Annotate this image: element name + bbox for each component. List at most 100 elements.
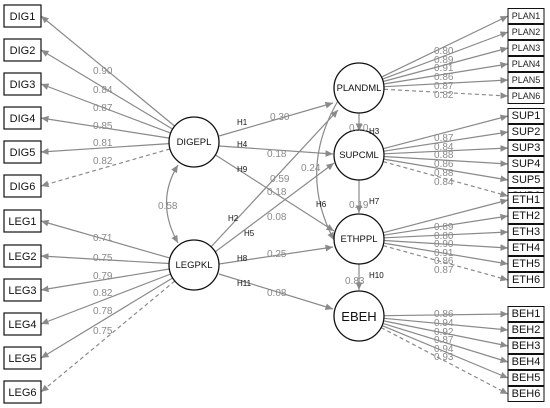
left_dig-loading-arrow bbox=[40, 83, 171, 134]
indicator-label-beh1: BEH1 bbox=[512, 308, 541, 320]
eth-loading-arrow bbox=[383, 242, 509, 267]
indicator-box-sup2 bbox=[507, 124, 545, 140]
indicator-box-dig6 bbox=[3, 174, 42, 198]
indicator-label-sup3: SUP3 bbox=[512, 142, 541, 154]
loading-value-eth5: 0.86 bbox=[434, 256, 454, 267]
loading-value-leg4: 0.82 bbox=[93, 288, 113, 299]
indicator-label-plan4: PLAN4 bbox=[512, 59, 541, 69]
left_leg-loading-arrow bbox=[40, 253, 170, 265]
path-h4-label: H4 bbox=[237, 140, 248, 149]
indicator-box-dig2 bbox=[3, 38, 42, 62]
indicator-label-eth5: ETH5 bbox=[512, 258, 540, 270]
path-h2-label: H2 bbox=[228, 214, 239, 223]
loading-value-eth2: 0.80 bbox=[434, 231, 454, 242]
beh-loading-arrow bbox=[383, 317, 509, 333]
latent-legpkl-label: LEGPKL bbox=[176, 260, 213, 271]
eth-loading-arrow bbox=[383, 213, 509, 236]
indicator-box-beh5 bbox=[507, 370, 545, 386]
left_leg-loading-arrow bbox=[40, 277, 173, 359]
path-h8-label: H8 bbox=[237, 254, 248, 263]
indicator-label-beh6: BEH6 bbox=[512, 388, 541, 400]
loading-value-eth4: 0.91 bbox=[434, 248, 454, 259]
indicator-box-eth2 bbox=[507, 208, 545, 224]
covariance-coef: 0.58 bbox=[158, 201, 178, 212]
latent-supcml-label: SUPCML bbox=[339, 150, 379, 161]
indicator-label-plan6: PLAN6 bbox=[512, 91, 541, 101]
loading-value-eth3: 0.90 bbox=[434, 239, 454, 250]
left_dig-loading-arrow bbox=[40, 143, 170, 155]
plan-loading-arrow bbox=[382, 46, 509, 83]
loading-value-dig4: 0.85 bbox=[93, 121, 113, 132]
loading-value-sup1: 0.87 bbox=[434, 133, 454, 144]
indicator-box-eth4 bbox=[507, 240, 545, 256]
left_dig-loading-arrow bbox=[40, 15, 176, 127]
loading-value-leg1: 0.71 bbox=[93, 233, 113, 244]
indicator-label-leg1: LEG1 bbox=[8, 216, 36, 228]
indicator-label-leg2: LEG2 bbox=[8, 251, 36, 263]
indicator-box-sup1 bbox=[507, 108, 545, 124]
arrow-layer bbox=[40, 15, 509, 395]
indicator-label-eth4: ETH4 bbox=[512, 242, 540, 254]
loading-value-sup5: 0.88 bbox=[434, 168, 454, 179]
latent-ebeh: EBEH bbox=[333, 290, 385, 342]
latent-supcml: SUPCML bbox=[333, 129, 385, 181]
eth-loading-arrow bbox=[382, 245, 509, 282]
path-h2-coef: 0.59 bbox=[270, 174, 290, 185]
loading-value-dig1: 0.90 bbox=[93, 66, 113, 77]
path-h7-label: H7 bbox=[369, 197, 380, 206]
beh-loading-arrow bbox=[383, 320, 509, 348]
beh-loading-arrow bbox=[381, 325, 509, 379]
loading-value-dig6: 0.82 bbox=[93, 156, 113, 167]
eth-loading-arrow bbox=[383, 228, 509, 239]
indicator-box-plan4 bbox=[507, 56, 545, 72]
indicator-box-plan2 bbox=[507, 24, 545, 40]
loading-value-beh6: 0.93 bbox=[434, 352, 454, 363]
loading-value-plan2: 0.89 bbox=[434, 55, 454, 66]
indicator-box-dig1 bbox=[3, 4, 42, 28]
loading-value-plan4: 0.86 bbox=[434, 72, 454, 83]
path-h11-coef: 0.08 bbox=[267, 288, 287, 299]
indicator-label-eth2: ETH2 bbox=[512, 210, 540, 222]
loading-value-leg6: 0.75 bbox=[93, 326, 113, 337]
indicator-box-beh3 bbox=[507, 338, 545, 354]
path-h11-label: H11 bbox=[237, 279, 252, 288]
left_leg-loading-arrow bbox=[40, 268, 170, 293]
loading-value-dig2: 0.84 bbox=[93, 85, 113, 96]
beh-loading-arrow bbox=[382, 322, 509, 363]
indicator-label-dig4: DIG4 bbox=[10, 113, 36, 125]
path-h1-label: H1 bbox=[237, 118, 248, 127]
indicator-box-sup3 bbox=[507, 140, 545, 156]
sup-loading-arrow bbox=[383, 155, 509, 167]
path-h3-label: H3 bbox=[369, 127, 380, 136]
indicator-label-eth3: ETH3 bbox=[512, 226, 540, 238]
indicator-label-leg6: LEG6 bbox=[8, 387, 36, 399]
sup-loading-arrow bbox=[383, 114, 509, 150]
path-h1-arrow bbox=[218, 101, 334, 137]
eth-loading-arrow bbox=[383, 239, 509, 251]
eth-loading-arrow bbox=[383, 198, 509, 234]
indicator-label-plan1: PLAN1 bbox=[512, 11, 541, 21]
path-h1-coef: 0.30 bbox=[270, 112, 290, 123]
loading-value-plan3: 0.91 bbox=[434, 63, 454, 74]
indicator-box-plan5 bbox=[507, 72, 545, 88]
plan-loading-arrow bbox=[383, 77, 509, 88]
loading-value-leg3: 0.79 bbox=[93, 271, 113, 282]
indicator-label-sup2: SUP2 bbox=[512, 126, 541, 138]
indicator-box-layer: DIG10.90DIG20.84DIG30.87DIG40.85DIG50.81… bbox=[3, 4, 545, 404]
latent-plandml: PLANDML bbox=[333, 62, 385, 114]
left_leg-loading-arrow bbox=[40, 219, 171, 259]
path-h11-arrow bbox=[218, 273, 334, 310]
left_leg-loading-arrow bbox=[40, 280, 176, 393]
indicator-box-sup4 bbox=[507, 156, 545, 172]
indicator-box-beh2 bbox=[507, 322, 545, 338]
loading-value-beh4: 0.87 bbox=[434, 335, 454, 346]
loading-value-sup4: 0.86 bbox=[434, 159, 454, 170]
indicator-label-plan2: PLAN2 bbox=[512, 27, 541, 37]
indicator-box-plan3 bbox=[507, 40, 545, 56]
indicator-box-leg2 bbox=[3, 244, 42, 268]
loading-value-beh5: 0.94 bbox=[434, 344, 454, 355]
sup-loading-arrow bbox=[383, 158, 509, 183]
indicator-box-plan1 bbox=[507, 8, 545, 24]
path-h8-coef: 0.25 bbox=[267, 249, 287, 260]
